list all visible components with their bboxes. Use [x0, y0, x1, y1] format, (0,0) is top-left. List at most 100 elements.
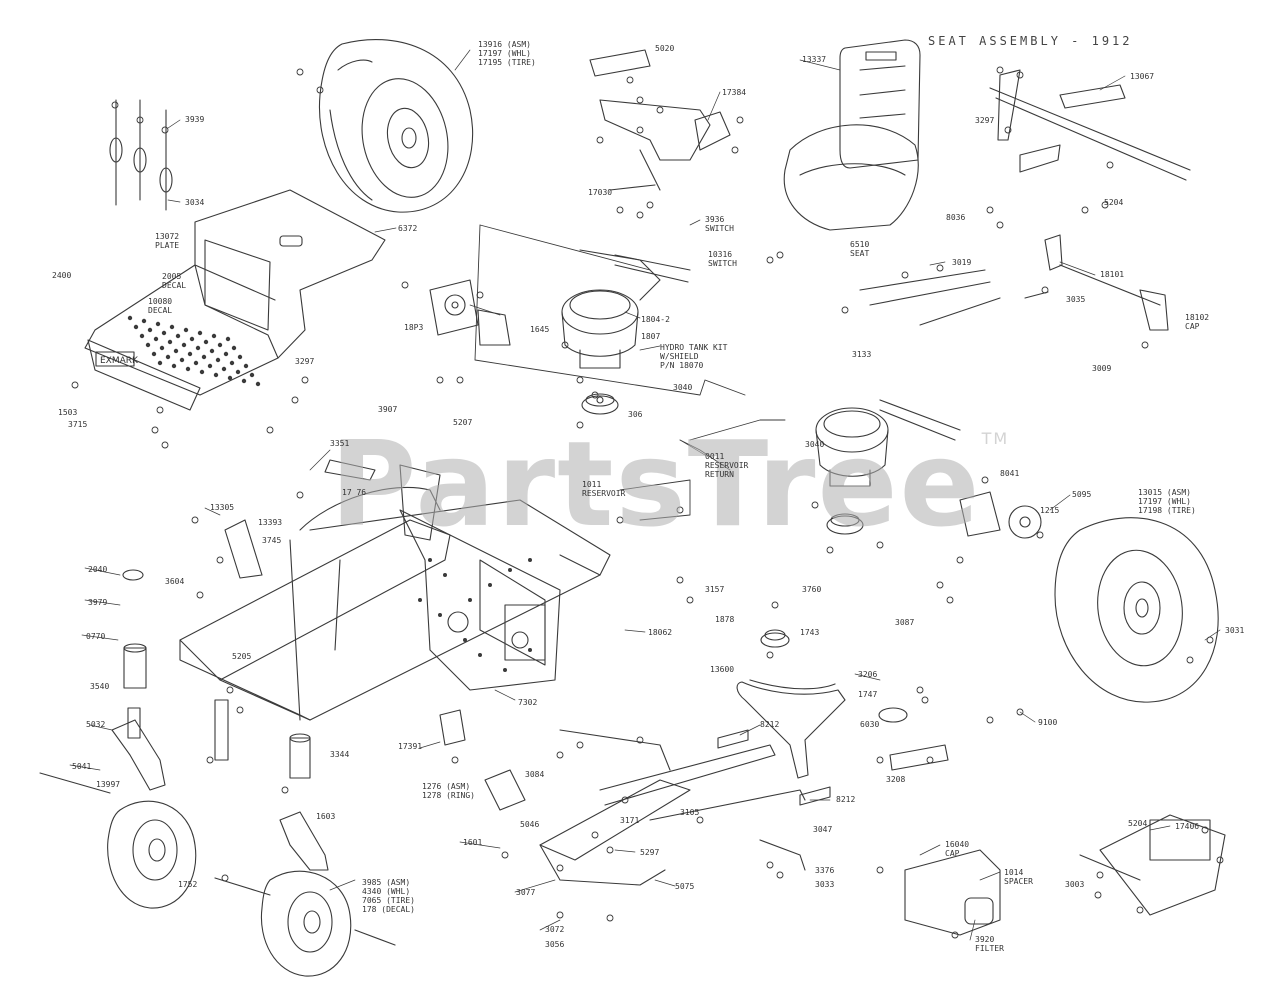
callout-1276[interactable]: 1276 (ASM) 1278 (RING): [422, 782, 475, 800]
callout-3760[interactable]: 3760: [802, 585, 822, 594]
callout-0770[interactable]: 0770: [86, 632, 106, 641]
callout-18101[interactable]: 18101: [1100, 270, 1125, 279]
callout-1011[interactable]: 1011 RESERVOIR: [582, 480, 626, 498]
callout-5020[interactable]: 5020: [655, 44, 675, 53]
callout-3084[interactable]: 3084: [525, 770, 545, 779]
callout-3936[interactable]: 3936 SWITCH: [705, 215, 734, 233]
callout-3907[interactable]: 3907: [378, 405, 398, 414]
callout-3715[interactable]: 3715: [68, 420, 88, 429]
callout-1014[interactable]: 1014 SPACER: [1004, 868, 1033, 886]
callout-10316[interactable]: 10316 SWITCH: [708, 250, 737, 268]
callout-1503[interactable]: 1503: [58, 408, 78, 417]
callout-17391[interactable]: 17391: [398, 742, 423, 751]
callout-3035[interactable]: 3035: [1066, 295, 1086, 304]
callout-306[interactable]: 306: [628, 410, 643, 419]
callout-8212-top[interactable]: 8212: [760, 720, 780, 729]
callout-5041[interactable]: 5041: [72, 762, 92, 771]
callout-10080[interactable]: 10080 DECAL: [148, 297, 173, 315]
callout-3745[interactable]: 3745: [262, 536, 282, 545]
callout-5204-top[interactable]: 5204: [1104, 198, 1124, 207]
callout-7302[interactable]: 7302: [518, 698, 538, 707]
callout-13015[interactable]: 13015 (ASM) 17197 (WHL) 17198 (TIRE): [1138, 488, 1196, 515]
callout-3033[interactable]: 3033: [815, 880, 835, 889]
callout-3040[interactable]: 3040: [673, 383, 693, 392]
callout-3105[interactable]: 3105: [680, 808, 700, 817]
callout-13305[interactable]: 13305: [210, 503, 235, 512]
callout-5205[interactable]: 5205: [232, 652, 252, 661]
callout-3133[interactable]: 3133: [852, 350, 872, 359]
callout-3072[interactable]: 3072: [545, 925, 565, 934]
callout-3297-top[interactable]: 3297: [975, 116, 995, 125]
callout-9100[interactable]: 9100: [1038, 718, 1058, 727]
callout-2040[interactable]: 2040: [88, 565, 108, 574]
callout-3003[interactable]: 3003: [1065, 880, 1085, 889]
callout-3009[interactable]: 3009: [1092, 364, 1112, 373]
callout-1776[interactable]: 17 76: [342, 488, 367, 497]
callout-5207[interactable]: 5207: [453, 418, 473, 427]
callout-5032[interactable]: 5032: [86, 720, 106, 729]
callout-3033-seat[interactable]: 8036: [946, 213, 966, 222]
callout-16040[interactable]: 16040 CAP: [945, 840, 970, 858]
callout-3351[interactable]: 3351: [330, 439, 350, 448]
callout-13393[interactable]: 13393: [258, 518, 283, 527]
callout-1603[interactable]: 1603: [316, 812, 336, 821]
callout-3297[interactable]: 3297: [295, 357, 315, 366]
callout-13072[interactable]: 13072 PLATE: [155, 232, 180, 250]
callout-1645[interactable]: 1645: [530, 325, 550, 334]
callout-3344[interactable]: 3344: [330, 750, 350, 759]
callout-3077[interactable]: 3077: [516, 888, 536, 897]
callout-3056[interactable]: 3056: [545, 940, 565, 949]
callout-1215[interactable]: 1215: [1040, 506, 1060, 515]
callout-3920[interactable]: 3920 FILTER: [975, 935, 1004, 953]
callout-17384[interactable]: 17384: [722, 88, 747, 97]
callout-1601[interactable]: 1601: [463, 838, 483, 847]
callout-5297[interactable]: 5297: [640, 848, 660, 857]
callout-17406[interactable]: 17406: [1175, 822, 1200, 831]
callout-3040b[interactable]: 3040: [805, 440, 825, 449]
callout-18062[interactable]: 18062: [648, 628, 673, 637]
callout-5204[interactable]: 5204: [1128, 819, 1148, 828]
callout-3979[interactable]: 3979: [88, 598, 108, 607]
callout-3171[interactable]: 3171: [620, 816, 640, 825]
callout-3087[interactable]: 3087: [895, 618, 915, 627]
callout-1752[interactable]: 1752: [178, 880, 198, 889]
callout-5075[interactable]: 5075: [675, 882, 695, 891]
callout-3604[interactable]: 3604: [165, 577, 185, 586]
callout-3208[interactable]: 3208: [886, 775, 906, 784]
callout-13997[interactable]: 13997: [96, 780, 121, 789]
callout-5046[interactable]: 5046: [520, 820, 540, 829]
callout-5095[interactable]: 5095: [1072, 490, 1092, 499]
fastener: [1201, 826, 1209, 834]
callout-13600[interactable]: 13600: [710, 665, 735, 674]
callout-3206[interactable]: 3206: [858, 670, 878, 679]
callout-3939[interactable]: 3939: [185, 115, 205, 124]
callout-6510[interactable]: 6510 SEAT: [850, 240, 870, 258]
callout-1878[interactable]: 1878: [715, 615, 735, 624]
callout-3047[interactable]: 3047: [813, 825, 833, 834]
callout-hydro-tank-kit[interactable]: HYDRO TANK KIT W/SHIELD P/N 18070: [660, 343, 728, 370]
callout-1807[interactable]: 1807: [641, 332, 661, 341]
callout-18P3[interactable]: 18P3: [404, 323, 424, 332]
callout-1804-2[interactable]: 1804-2: [641, 315, 670, 324]
callout-2005[interactable]: 2005 DECAL: [162, 272, 187, 290]
callout-3157[interactable]: 3157: [705, 585, 725, 594]
callout-3376[interactable]: 3376: [815, 866, 835, 875]
callout-3034[interactable]: 3034: [185, 198, 205, 207]
callout-13337[interactable]: 13337: [802, 55, 827, 64]
callout-3540[interactable]: 3540: [90, 682, 110, 691]
callout-8212[interactable]: 8212: [836, 795, 856, 804]
callout-1743[interactable]: 1743: [800, 628, 820, 637]
callout-1747[interactable]: 1747: [858, 690, 878, 699]
callout-18102[interactable]: 18102 CAP: [1185, 313, 1210, 331]
callout-13067[interactable]: 13067: [1130, 72, 1155, 81]
callout-3985[interactable]: 3985 (ASM) 4340 (WHL) 7065 (TIRE) 178 (D…: [362, 878, 415, 914]
callout-3031[interactable]: 3031: [1225, 626, 1245, 635]
callout-0011[interactable]: 0011 RESERVOIR RETURN: [705, 452, 749, 479]
callout-13916[interactable]: 13916 (ASM) 17197 (WHL) 17195 (TIRE): [478, 40, 536, 67]
callout-2400[interactable]: 2400: [52, 271, 72, 280]
callout-3019[interactable]: 3019: [952, 258, 972, 267]
callout-8041[interactable]: 8041: [1000, 469, 1020, 478]
callout-6372[interactable]: 6372: [398, 224, 418, 233]
callout-6030[interactable]: 6030: [860, 720, 880, 729]
callout-17030[interactable]: 17030: [588, 188, 613, 197]
